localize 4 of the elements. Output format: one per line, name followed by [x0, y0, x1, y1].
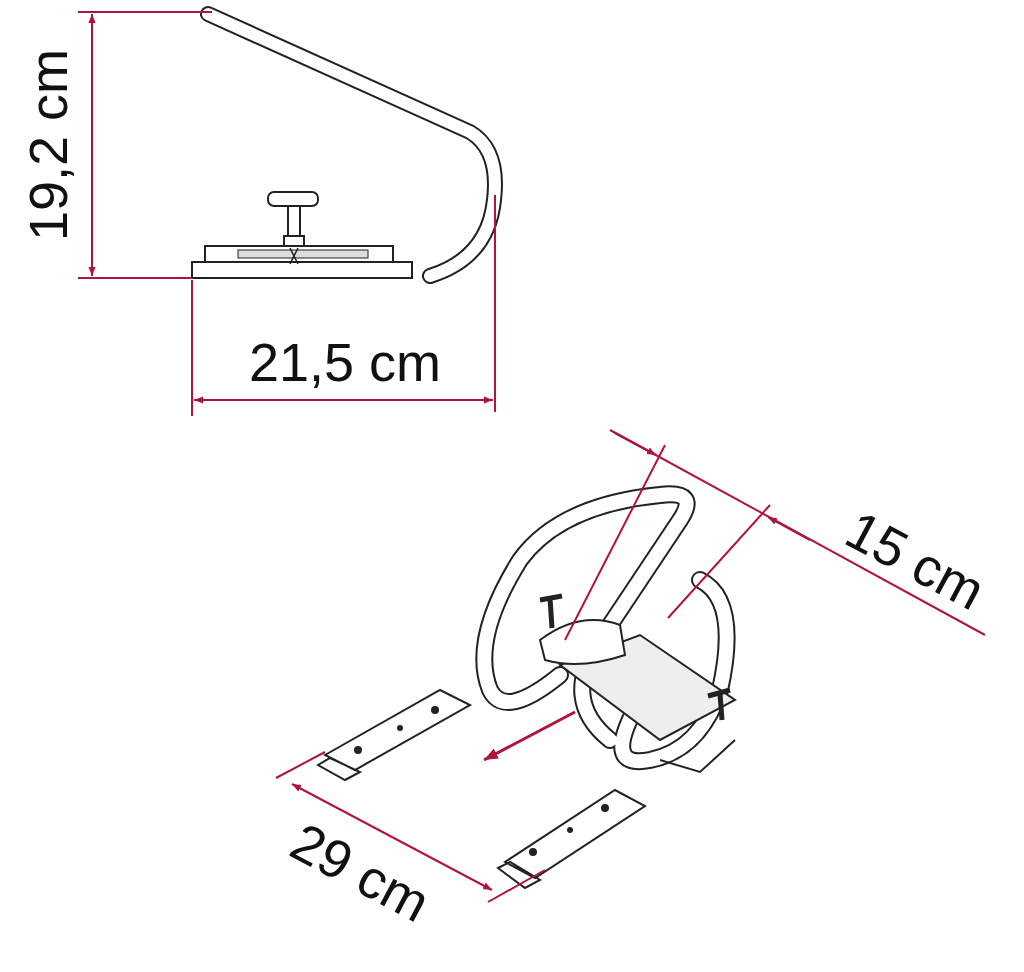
dimension-label: 29 cm [282, 813, 438, 931]
dimension-label: 19,2 cm [21, 48, 76, 242]
dimension-label: 21,5 cm [249, 335, 442, 389]
dimension-label: 15 cm [837, 501, 993, 619]
